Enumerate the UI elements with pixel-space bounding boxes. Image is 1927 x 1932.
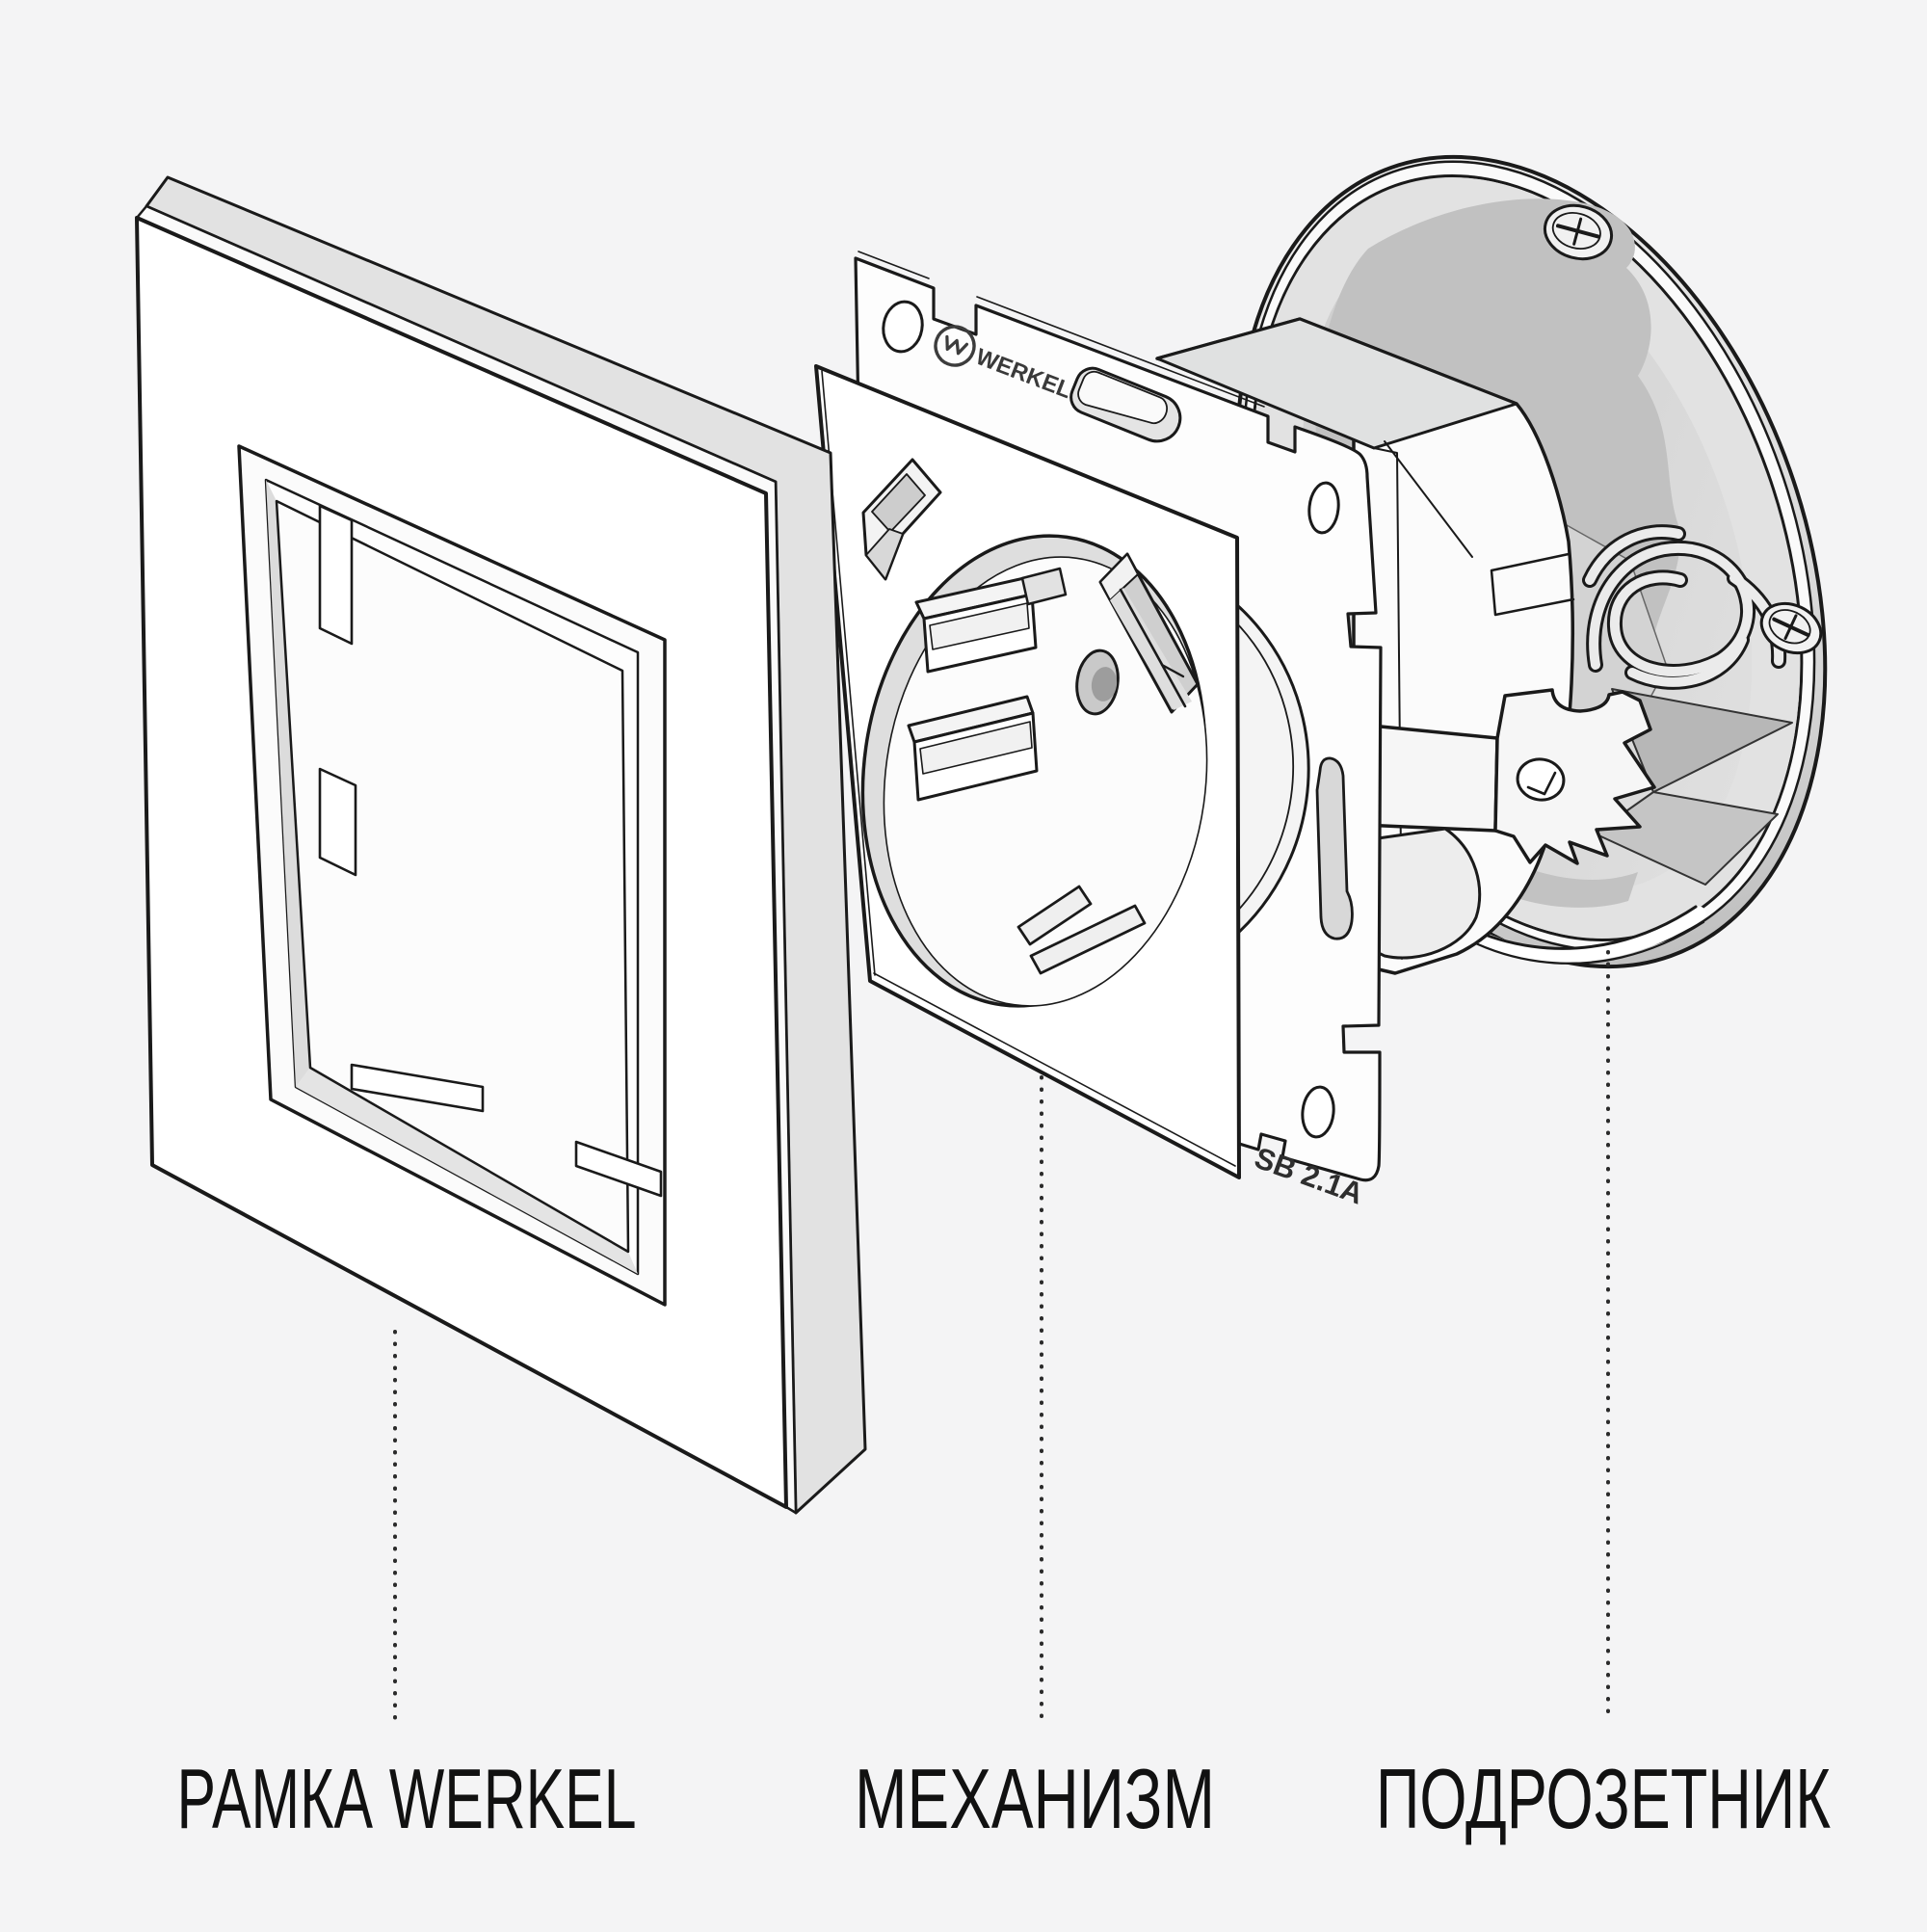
svg-text:ПОДРОЗЕТНИК: ПОДРОЗЕТНИК: [1376, 1751, 1831, 1846]
svg-text:МЕХАНИЗМ: МЕХАНИЗМ: [855, 1751, 1215, 1846]
svg-text:РАМКА WERKEL: РАМКА WERKEL: [177, 1751, 637, 1846]
